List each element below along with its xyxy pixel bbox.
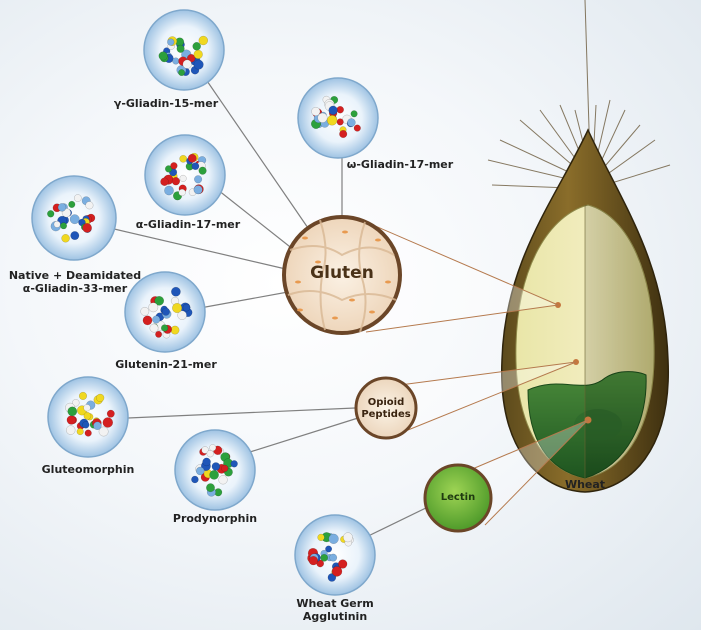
lectin-hub — [423, 463, 493, 533]
lectin-label: Lectin — [440, 492, 476, 503]
molecule-cluster — [307, 532, 354, 582]
wheat-label: Wheat — [564, 478, 606, 491]
molecule-cluster — [191, 444, 238, 497]
kernel-connectors — [365, 221, 589, 526]
opioid-label-line1: Opioid — [367, 397, 405, 408]
molecule-cluster — [140, 286, 193, 339]
native-gliadin-label-line1: Native + Deamidated — [8, 269, 142, 282]
gluten-cell-texture — [287, 219, 397, 333]
native-gliadin-bubble — [31, 175, 117, 261]
molecule-cluster — [47, 194, 96, 243]
wga-label-line2: Agglutinin — [302, 610, 368, 623]
native-gliadin-label-line2: α-Gliadin-33-mer — [22, 282, 128, 295]
opioid-cone — [400, 362, 576, 430]
kernel-shade — [585, 205, 655, 478]
opioid-label-line2: Peptides — [361, 409, 411, 420]
gamma-gliadin-bubble — [143, 9, 225, 91]
omega-gliadin-label: ω-Gliadin-17-mer — [346, 158, 454, 171]
omega-gliadin-bubble — [297, 77, 379, 159]
alpha-gliadin-bubble — [144, 134, 226, 216]
peptide-connectors — [109, 77, 433, 541]
molecule-cluster — [158, 35, 209, 77]
prodynorphin-bubble — [174, 429, 256, 511]
prodynorphin-label: Prodynorphin — [172, 512, 258, 525]
molecule-cluster — [310, 95, 361, 139]
lectin-cone — [470, 420, 588, 525]
molecule-cluster — [65, 391, 115, 437]
wga-label-line1: Wheat Germ — [296, 597, 374, 610]
gluteomorphin-label: Gluteomorphin — [41, 463, 135, 476]
alpha-gliadin-label: α-Gliadin-17-mer — [135, 218, 241, 231]
opioid-hub — [354, 376, 418, 440]
molecule-cluster — [160, 152, 207, 201]
gluten-hub — [282, 215, 402, 335]
gluteomorphin-bubble — [47, 376, 129, 458]
gluten-label: Gluten — [310, 263, 374, 283]
gluten-cone — [366, 222, 558, 332]
glutenin-label: Glutenin-21-mer — [115, 358, 217, 371]
wga-bubble — [294, 514, 376, 596]
glutenin-bubble — [124, 271, 206, 353]
kernel-germ-core — [574, 409, 622, 441]
wheat-kernel — [487, 0, 671, 493]
gluten-flecks — [295, 230, 391, 320]
gamma-gliadin-label: γ-Gliadin-15-mer — [113, 97, 219, 110]
